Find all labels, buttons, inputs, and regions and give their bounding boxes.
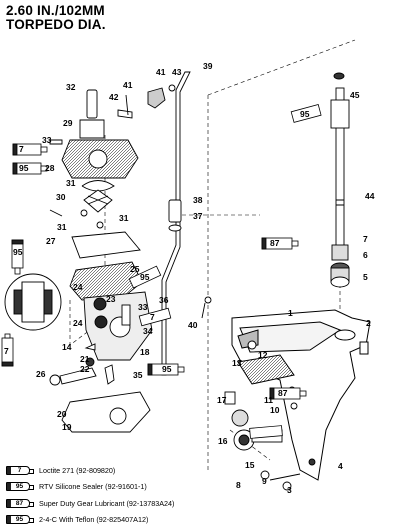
tube-label-7: 87 bbox=[278, 388, 288, 398]
diagram-title: 2.60 IN./102MM TORPEDO DIA. bbox=[6, 4, 106, 32]
shift-shaft bbox=[161, 71, 191, 376]
title-line-1: 2.60 IN./102MM bbox=[6, 3, 105, 18]
callout-34: 34 bbox=[143, 326, 153, 336]
callout-45: 45 bbox=[350, 90, 360, 100]
tube-3 bbox=[11, 239, 24, 275]
legend-text-4: 2-4-C With Teflon (92-825407A12) bbox=[39, 515, 149, 525]
callout-18: 18 bbox=[140, 347, 150, 357]
tube-icon: 95 bbox=[6, 482, 34, 492]
callout-21: 21 bbox=[80, 354, 90, 364]
legend-row-1: 7 Loctite 271 (92-809820) bbox=[6, 462, 366, 479]
tube-label-9: 95 bbox=[140, 272, 150, 282]
callout-11: 11 bbox=[264, 395, 273, 405]
callout-22: 22 bbox=[80, 364, 90, 374]
callout-25: 25 bbox=[130, 264, 140, 274]
callout-17: 17 bbox=[217, 395, 227, 405]
small-parts bbox=[49, 139, 212, 386]
callout-13: 13 bbox=[232, 358, 242, 368]
tube-9 bbox=[138, 307, 172, 327]
callout-1: 1 bbox=[288, 308, 293, 318]
tube-11 bbox=[249, 425, 283, 439]
callout-14: 14 bbox=[62, 342, 72, 352]
tube-6 bbox=[290, 104, 322, 123]
callout-12: 12 bbox=[258, 350, 268, 360]
tube-label-5: 95 bbox=[162, 364, 172, 374]
callout-32: 32 bbox=[66, 82, 76, 92]
sealant-legend: 7 Loctite 271 (92-809820) 95 RTV Silicon… bbox=[6, 462, 366, 528]
callout-43: 43 bbox=[172, 67, 182, 77]
tube-5 bbox=[147, 363, 185, 376]
tube-label-4: 7 bbox=[4, 346, 9, 356]
legend-text-2: RTV Silicone Sealer (92-91601-1) bbox=[39, 482, 147, 492]
callout-19: 19 bbox=[62, 422, 72, 432]
callout-2: 2 bbox=[366, 318, 371, 328]
tube-icon: 7 bbox=[6, 465, 34, 475]
legend-row-4: 95 2-4-C With Teflon (92-825407A12) bbox=[6, 512, 366, 529]
callout-15: 15 bbox=[245, 460, 255, 470]
callout-38: 38 bbox=[193, 195, 203, 205]
callout-28: 28 bbox=[45, 163, 55, 173]
tube-2 bbox=[12, 162, 48, 175]
tube-8 bbox=[128, 265, 162, 289]
callout-37: 37 bbox=[193, 211, 203, 221]
callout-31b: 31 bbox=[119, 213, 129, 223]
legend-row-3: 87 Super Duty Gear Lubricant (92-13783A2… bbox=[6, 495, 366, 512]
callout-7a: 7 bbox=[363, 234, 368, 244]
callout-3: 3 bbox=[287, 485, 292, 495]
callout-40: 40 bbox=[188, 320, 198, 330]
callout-24a: 24 bbox=[73, 282, 83, 292]
callout-4: 4 bbox=[338, 461, 343, 471]
tube-icon: 95 bbox=[6, 515, 34, 525]
callout-6: 6 bbox=[363, 250, 368, 260]
tube-label-8: 95 bbox=[300, 109, 310, 119]
callout-36: 36 bbox=[159, 295, 169, 305]
legend-text-1: Loctite 271 (92-809820) bbox=[39, 465, 116, 475]
tube-label-1: 7 bbox=[19, 144, 24, 154]
tube-4 bbox=[1, 333, 14, 367]
sealant-tubes bbox=[1, 104, 322, 439]
title-line-2: TORPEDO DIA. bbox=[6, 17, 106, 32]
callout-29: 29 bbox=[63, 118, 73, 128]
shift-bracket bbox=[117, 84, 176, 119]
callout-16: 16 bbox=[218, 436, 228, 446]
callout-24b: 24 bbox=[73, 318, 83, 328]
callout-27: 27 bbox=[46, 236, 56, 246]
callout-41b: 41 bbox=[123, 80, 133, 90]
callout-31c: 31 bbox=[57, 222, 67, 232]
part-callouts: 1 2 3 4 5 6 7 7 8 9 10 11 12 13 14 15 16… bbox=[19, 61, 375, 495]
callout-39: 39 bbox=[203, 61, 213, 71]
callout-35: 35 bbox=[133, 370, 143, 380]
callout-44: 44 bbox=[365, 191, 375, 201]
callout-5: 5 bbox=[363, 272, 368, 282]
callout-8: 8 bbox=[236, 480, 241, 490]
magnified-detail bbox=[4, 273, 62, 331]
tube-label-10: 7 bbox=[150, 312, 155, 322]
tube-code-labels: 7 95 95 7 95 87 87 95 95 7 bbox=[4, 109, 310, 398]
tube-icon: 87 bbox=[6, 498, 34, 508]
tube-1 bbox=[12, 143, 48, 156]
callout-33a: 33 bbox=[42, 135, 52, 145]
tube-label-2: 95 bbox=[19, 163, 29, 173]
callout-42: 42 bbox=[109, 92, 119, 102]
callout-20: 20 bbox=[57, 409, 67, 419]
legend-text-3: Super Duty Gear Lubricant (92-13783A24) bbox=[39, 498, 175, 508]
callout-33b: 33 bbox=[138, 302, 148, 312]
callout-31a: 31 bbox=[66, 178, 76, 188]
tube-10 bbox=[269, 387, 307, 400]
callout-30: 30 bbox=[56, 192, 66, 202]
callout-41a: 41 bbox=[156, 67, 166, 77]
tube-label-3: 95 bbox=[13, 247, 23, 257]
callout-9: 9 bbox=[262, 476, 267, 486]
callout-26: 26 bbox=[36, 369, 46, 379]
tube-7 bbox=[261, 237, 299, 250]
water-pump-assembly bbox=[61, 89, 153, 433]
callout-23: 23 bbox=[106, 294, 116, 304]
callout-10: 10 bbox=[270, 405, 280, 415]
legend-row-2: 95 RTV Silicone Sealer (92-91601-1) bbox=[6, 479, 366, 496]
drive-shaft bbox=[330, 72, 350, 288]
tube-label-6: 87 bbox=[270, 238, 280, 248]
